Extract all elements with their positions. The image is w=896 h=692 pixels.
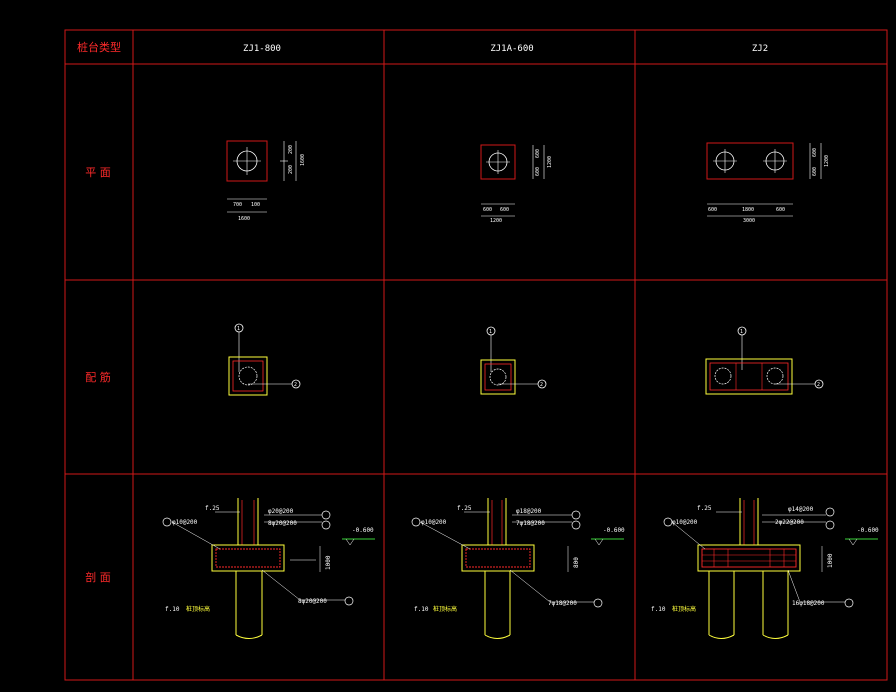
- section-zj2: f.25 φ14@200 2φ22@200 φ10@200 -0.600 100…: [651, 498, 879, 639]
- marker-1: 1: [740, 329, 743, 335]
- dim-h1: 600: [812, 148, 818, 157]
- label-bottom-note: 桩顶标高: [672, 605, 696, 613]
- rebar-zj1a-600: 1 2: [480, 326, 547, 395]
- marker-1: 1: [237, 326, 240, 332]
- dim-total-v: 1200: [824, 155, 830, 167]
- dim-total-v: 1200: [547, 156, 553, 168]
- label-top: f.25: [457, 505, 472, 512]
- label-depth: 1000: [827, 553, 834, 568]
- label-rebar2: 7φ18@200: [516, 520, 545, 527]
- label-side: φ10@200: [172, 519, 198, 526]
- label-rebar2: 2φ22@200: [775, 519, 804, 526]
- label-side: φ10@200: [672, 519, 698, 526]
- label-rebar1: φ18@200: [516, 508, 542, 515]
- dim-w1: 600: [708, 207, 717, 213]
- label-bottom-note: 桩顶标高: [433, 605, 457, 613]
- table-grid: [64, 29, 888, 681]
- dim-total-h: 1600: [238, 216, 250, 222]
- dim-w2: 1800: [742, 207, 754, 213]
- row-label-reinforcement: 配 筋: [85, 370, 111, 384]
- dim-total-h: 1200: [490, 218, 502, 224]
- label-top: f.25: [205, 505, 220, 512]
- label-rebar1: φ14@200: [788, 506, 814, 513]
- section-zj1-800: f.25 φ20@200 8φ20@200 φ10@200 -0.600 100…: [162, 498, 375, 639]
- rebar-zj1-800: 1 2: [228, 323, 301, 396]
- label-rebar1: φ20@200: [268, 508, 294, 515]
- dim-h2: 600: [535, 167, 541, 176]
- label-elev: -0.600: [857, 527, 879, 534]
- label-rebar3: 8φ20@200: [298, 598, 327, 605]
- marker-2: 2: [817, 382, 820, 388]
- dim-h1: 600: [535, 149, 541, 158]
- marker-2: 2: [294, 382, 297, 388]
- dim-h2: 600: [812, 167, 818, 176]
- marker-1: 1: [489, 329, 492, 335]
- label-rebar3: 16φ18@200: [792, 600, 825, 607]
- label-rebar3: 7φ18@200: [548, 600, 577, 607]
- label-bottom-left: f.10: [414, 606, 429, 613]
- header-type-label: 桩台类型: [77, 40, 121, 54]
- dim-w2: 600: [500, 207, 509, 213]
- section-zj1a-600: f.25 φ18@200 7φ18@200 φ10@200 -0.600 800…: [411, 498, 625, 639]
- label-bottom-note: 桩顶标高: [186, 605, 210, 613]
- dim-total-v: 1600: [300, 154, 306, 166]
- dim-w1: 700: [233, 202, 242, 208]
- label-bottom-left: f.10: [165, 606, 180, 613]
- rebar-zj2: 1 2: [705, 326, 824, 395]
- row-label-section: 剖 面: [85, 570, 111, 584]
- label-side: φ10@200: [421, 519, 447, 526]
- dim-w2: 100: [251, 202, 260, 208]
- header-col-1: ZJ1-800: [243, 44, 281, 54]
- label-depth: 1000: [325, 555, 332, 570]
- marker-2: 2: [540, 382, 543, 388]
- dim-w1: 600: [483, 207, 492, 213]
- plan-zj1-800: 200 200 1600 700 100 1600: [226, 140, 306, 222]
- header-col-2: ZJ1A-600: [490, 44, 533, 54]
- label-elev: -0.600: [352, 527, 374, 534]
- label-bottom-left: f.10: [651, 606, 666, 613]
- dim-w3: 600: [776, 207, 785, 213]
- header-col-3: ZJ2: [752, 44, 768, 54]
- label-rebar2: 8φ20@200: [268, 520, 297, 527]
- label-depth: 800: [573, 557, 580, 568]
- row-label-plan: 平 面: [85, 166, 111, 179]
- dim-total-h: 3000: [743, 218, 755, 224]
- dim-h2: 200: [288, 165, 294, 174]
- label-elev: -0.600: [603, 527, 625, 534]
- dim-h1: 200: [288, 145, 294, 154]
- label-top: f.25: [697, 505, 712, 512]
- plan-zj1a-600: 600 600 1200 600 600 1200: [480, 144, 553, 224]
- plan-zj2: 600 600 1200 600 1800 600 3000: [706, 142, 830, 224]
